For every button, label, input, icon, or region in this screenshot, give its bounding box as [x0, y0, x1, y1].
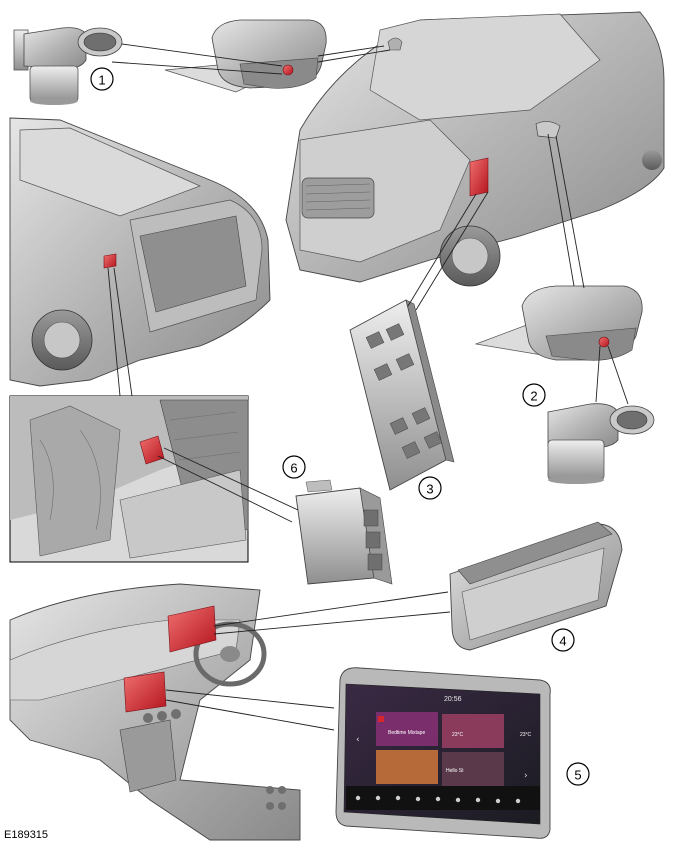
callout-3-label: 3 [426, 482, 433, 497]
callout-4: 4 [551, 628, 575, 652]
touchscreen-tile-3: Hello St [446, 768, 464, 774]
leader-lines [107, 43, 629, 731]
control-module-6 [295, 479, 393, 585]
callout-6-label: 6 [290, 461, 297, 476]
chevron-right-icon: › [524, 771, 528, 781]
callout-6: 6 [282, 455, 306, 479]
vehicle-rear-view [9, 117, 271, 387]
touchscreen-tile-1: Bedtime Mixtape [388, 730, 425, 736]
instrument-cluster-4 [449, 521, 623, 651]
chevron-left-icon: ‹ [356, 735, 360, 745]
body-control-module-3 [349, 299, 455, 491]
mirror-sensor-housing-2 [474, 285, 643, 361]
mirror-sensor-connector-2 [547, 403, 655, 484]
touchscreen-tile-4: 23°C [520, 732, 532, 738]
cargo-area-inset [9, 395, 249, 563]
touchscreen-tile-2: 23°C [452, 732, 464, 738]
callout-2: 2 [522, 383, 546, 407]
touchscreen-clock: 20:56 [444, 696, 462, 703]
rain-sensor-housing-top [164, 19, 327, 93]
rain-sensor-connector-1 [13, 27, 123, 105]
vehicle-front-view [285, 11, 665, 287]
callout-1: 1 [90, 67, 114, 91]
callout-2-label: 2 [530, 389, 537, 404]
touchscreen-display-5: 20:56 Bedtime Mixtape 23°C Hello St 23°C… [335, 667, 551, 839]
figure-reference-id: E189315 [4, 829, 49, 841]
dashboard-interior [9, 583, 301, 841]
callout-1-label: 1 [98, 73, 105, 88]
callout-3: 3 [418, 476, 442, 500]
callout-4-label: 4 [559, 634, 566, 649]
callout-5: 5 [566, 762, 590, 786]
callout-5-label: 5 [574, 768, 581, 783]
